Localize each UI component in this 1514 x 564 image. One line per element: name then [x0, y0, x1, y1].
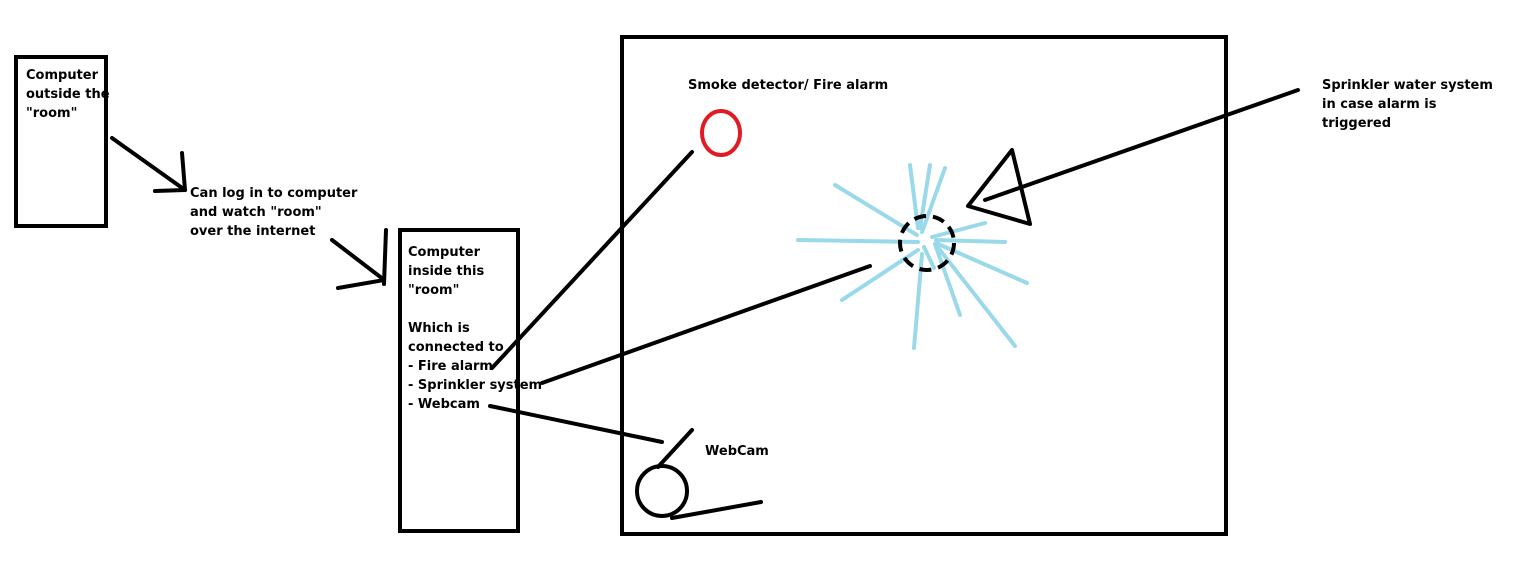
inside-computer-line: connected to [408, 340, 504, 355]
inside-computer-line: Computer [408, 245, 481, 260]
water-spray-icon [796, 163, 1029, 350]
inside-computer-line: - Fire alarm [408, 359, 493, 374]
connection-fire-alarm [490, 150, 694, 370]
webcam-label: WebCam [705, 444, 769, 459]
smoke-detector-icon [700, 109, 742, 157]
inside-computer-line: Which is [408, 321, 470, 336]
inside-computer-box [398, 228, 520, 533]
sprinkler-head-icon [898, 214, 956, 272]
sprinkler-line: Sprinkler water system [1322, 78, 1493, 93]
internet-note-label: Can log in to computer and watch "room" … [190, 184, 357, 241]
internet-note-line: and watch "room" [190, 205, 322, 220]
webcam-icon [635, 428, 763, 520]
outside-computer-label: Computer outside the "room" [26, 66, 110, 123]
inside-computer-label: Computer inside this "room" Which is con… [408, 243, 542, 414]
outside-computer-line: outside the [26, 87, 110, 102]
arrow-sprinkler-label [966, 88, 1300, 226]
outside-computer-line: "room" [26, 106, 78, 121]
sprinkler-label: Sprinkler water system in case alarm is … [1322, 76, 1493, 133]
inside-computer-line: "room" [408, 283, 460, 298]
outside-computer-box [14, 55, 108, 228]
room-box [620, 35, 1228, 536]
connection-webcam [488, 404, 664, 444]
smoke-detector-label: Smoke detector/ Fire alarm [688, 78, 889, 93]
arrow-note-to-inside [330, 228, 388, 290]
connection-sprinkler [540, 264, 872, 385]
sprinkler-line: triggered [1322, 116, 1392, 131]
outside-computer-line: Computer [26, 68, 99, 83]
inside-computer-spacer [408, 300, 542, 319]
sprinkler-line: in case alarm is [1322, 97, 1437, 112]
inside-computer-line: - Sprinkler system [408, 378, 543, 393]
internet-note-line: Can log in to computer [190, 186, 358, 201]
inside-computer-line: - Webcam [408, 397, 480, 412]
internet-note-line: over the internet [190, 224, 316, 239]
arrow-outside-to-note [110, 136, 187, 193]
inside-computer-line: inside this [408, 264, 485, 279]
